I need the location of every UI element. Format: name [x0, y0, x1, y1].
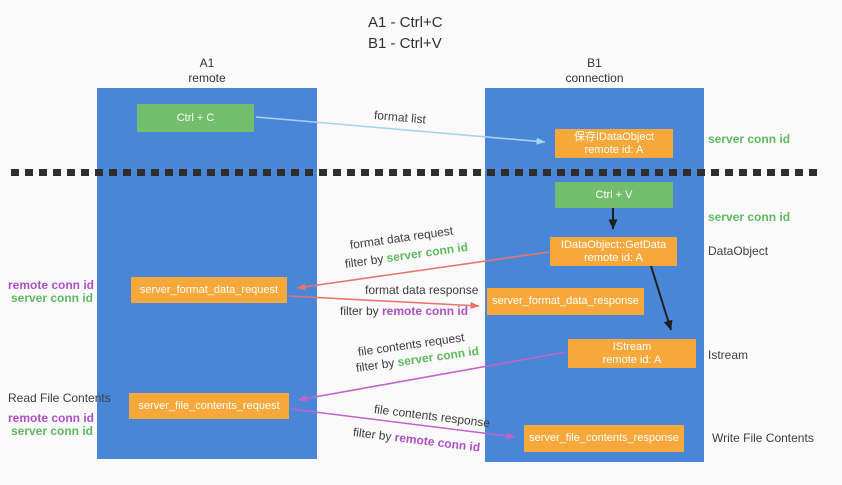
- filter-by-text: filter by: [352, 425, 396, 445]
- label-format-list: format list: [373, 108, 427, 127]
- node-server-format-data-response: server_format_data_response: [487, 288, 644, 315]
- column-b1-id: B1: [587, 56, 602, 70]
- annotation-server-conn-id-left: server conn id: [10, 291, 93, 305]
- annotation-istream: Istream: [708, 348, 749, 362]
- node-server-file-contents-response: server_file_contents_response: [524, 425, 684, 452]
- diagram-title: A1 - Ctrl+C B1 - Ctrl+V: [368, 12, 443, 54]
- copy-paste-divider-line: [11, 169, 823, 176]
- filter-by-text: filter by: [340, 304, 383, 318]
- node-ctrl-c-label: Ctrl + C: [176, 111, 215, 124]
- node-server-file-contents-response-label: server_file_contents_response: [529, 432, 679, 444]
- node-idataobject-getdata: IDataObject::GetData remote id: A: [550, 237, 677, 266]
- annotation-server-conn-id-top: server conn id: [708, 132, 791, 146]
- node-ctrl-v: Ctrl + V: [555, 182, 673, 208]
- column-b1-role: connection: [565, 71, 624, 85]
- remote-conn-id-text: remote conn id: [393, 430, 481, 455]
- node-server-file-contents-request: server_file_contents_request: [129, 393, 289, 419]
- annotation-write-file-contents: Write File Contents: [712, 431, 814, 445]
- column-a1-id: A1: [199, 56, 215, 70]
- label-file-contents-response: file contents response: [373, 402, 491, 431]
- annotation-dataobject: DataObject: [708, 244, 769, 258]
- node-istream-line1: IStream: [612, 340, 652, 353]
- node-idataobject-getdata-line1: IDataObject::GetData: [560, 238, 667, 251]
- node-save-idataobject-line2: remote id: A: [584, 143, 644, 156]
- label-format-data-response: format data response: [365, 283, 479, 297]
- node-server-file-contents-request-label: server_file_contents_request: [138, 399, 280, 412]
- node-istream-line2: remote id: A: [602, 353, 662, 366]
- node-ctrl-c: Ctrl + C: [137, 104, 254, 132]
- annotation-read-file-contents: Read File Contents: [8, 391, 111, 405]
- annotation-remote-conn-id-left-bottom: remote conn id: [8, 411, 95, 425]
- column-a1-header: A1 remote: [97, 56, 317, 86]
- title-line-2: B1 - Ctrl+V: [368, 35, 442, 52]
- title-line-1: A1 - Ctrl+C: [368, 14, 443, 31]
- label-filter-by-remote-conn-id-2: filter by remote conn id: [352, 425, 481, 455]
- column-b1-header: B1 connection: [485, 56, 704, 86]
- node-ctrl-v-label: Ctrl + V: [595, 188, 633, 201]
- remote-conn-id-text: remote conn id: [382, 304, 469, 318]
- node-idataobject-getdata-line2: remote id: A: [584, 251, 643, 264]
- node-istream: IStream remote id: A: [568, 339, 696, 368]
- column-a1-role: remote: [188, 71, 226, 85]
- annotation-remote-conn-id-left: remote conn id: [8, 278, 95, 292]
- label-filter-by-remote-conn-id-1: filter by remote conn id: [340, 305, 468, 318]
- node-server-format-data-request-label: server_format_data_request: [139, 283, 279, 296]
- node-server-format-data-request: server_format_data_request: [131, 277, 287, 303]
- node-save-idataobject: 保存IDataObject remote id: A: [555, 129, 673, 158]
- node-server-format-data-response-label: server_format_data_response: [492, 295, 639, 307]
- annotation-server-conn-id-mid: server conn id: [708, 210, 791, 224]
- annotation-server-conn-id-left-bottom: server conn id: [10, 424, 93, 438]
- node-save-idataobject-line1: 保存IDataObject: [573, 130, 655, 143]
- filter-by-text: filter by: [343, 251, 388, 271]
